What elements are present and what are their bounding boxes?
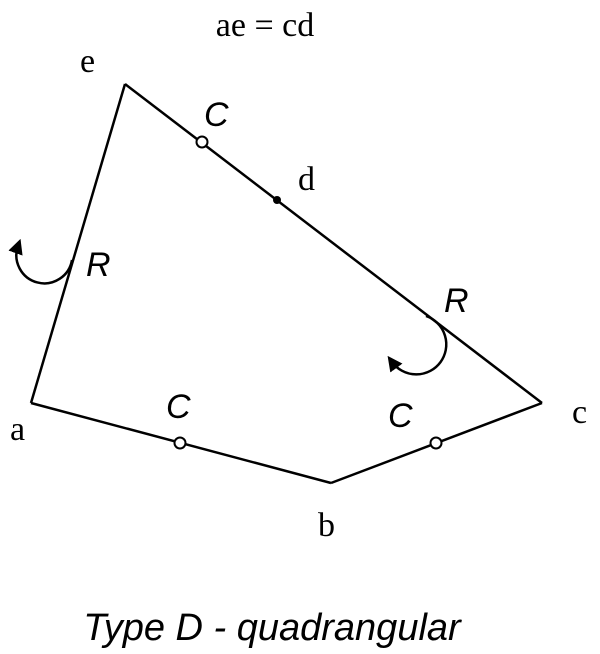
- edge-label-c-upper: C: [204, 96, 229, 134]
- vertex-label-d: d: [298, 161, 315, 198]
- vertex-label-a: a: [10, 411, 25, 448]
- edge-label-c-lower-right: C: [388, 397, 413, 435]
- open-point-upper: [195, 135, 209, 149]
- edge-label-c-lower-left: C: [166, 388, 191, 426]
- vertex-label-c: c: [572, 394, 587, 431]
- rotation-arc-left: [8, 238, 74, 285]
- open-point-lower-left: [173, 436, 187, 450]
- edge-label-r-right: R: [444, 282, 469, 320]
- edge-e-a: [29, 83, 127, 404]
- vertex-label-b: b: [318, 507, 335, 544]
- vertex-label-e: e: [80, 43, 95, 80]
- equation-label: ae = cd: [216, 7, 314, 44]
- open-point-lower-right: [429, 436, 443, 450]
- edge-c-e: [124, 83, 543, 404]
- edge-label-r-left: R: [86, 246, 111, 284]
- diagram-caption: Type D - quadrangular: [83, 607, 462, 649]
- rotation-arc-right: [387, 314, 448, 376]
- solid-point-d: [273, 196, 281, 204]
